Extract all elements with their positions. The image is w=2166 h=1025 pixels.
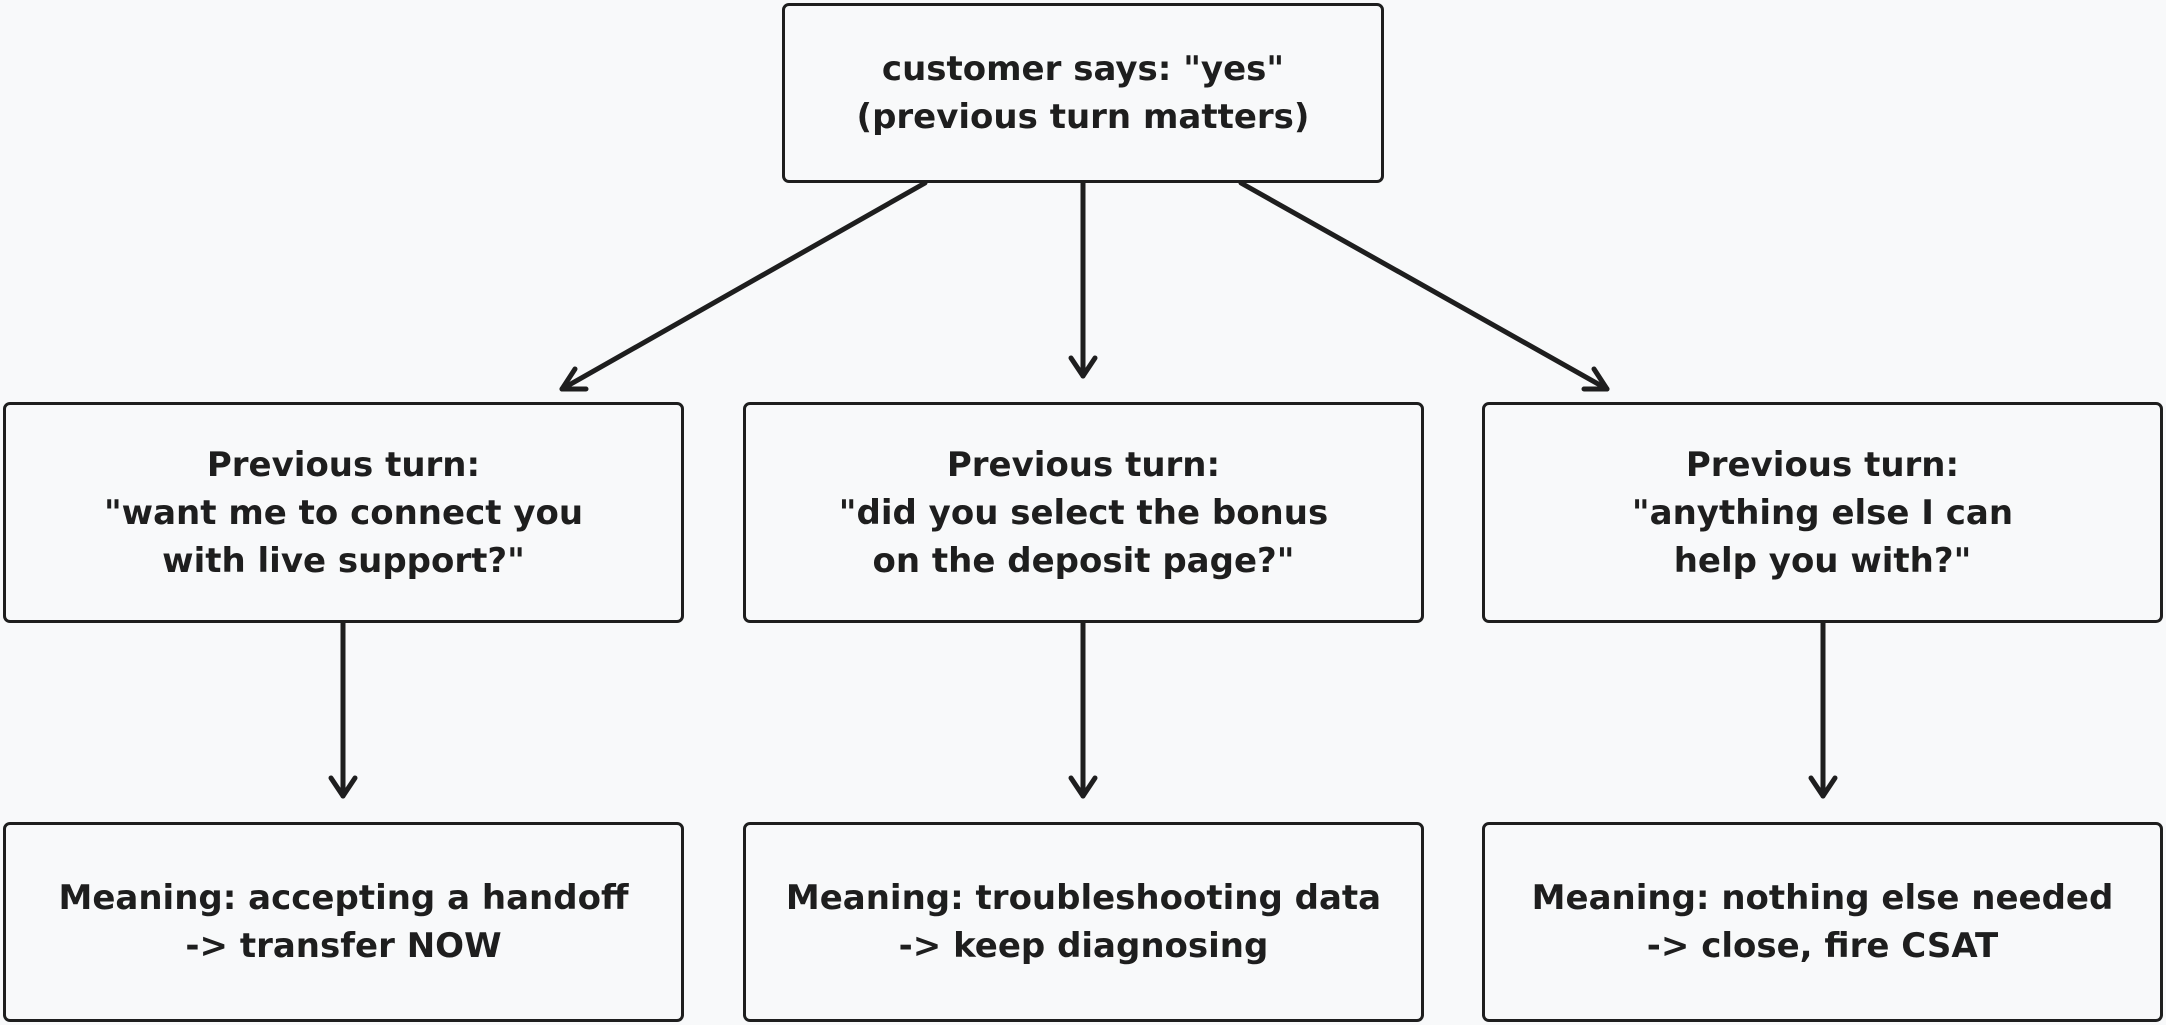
meaning-2-line-2: -> keep diagnosing xyxy=(898,926,1269,966)
previous-turn-3-line-1: Previous turn: xyxy=(1685,444,1960,485)
meaning-2-line-1: Meaning: troubleshooting data xyxy=(785,878,1382,918)
previous-turn-2-line-1: Previous turn: xyxy=(946,444,1221,485)
meaning-1-line-2: -> transfer NOW xyxy=(185,926,502,966)
arrow-root-to-previous-turn-1 xyxy=(559,180,928,392)
meaning-3-line-1: Meaning: nothing else needed xyxy=(1531,878,2114,918)
root-line-2: (previous turn matters) xyxy=(856,97,1310,137)
meaning-3-line-2: -> close, fire CSAT xyxy=(1646,926,1999,966)
root-node: customer says: "yes" (previous turn matt… xyxy=(782,3,1384,183)
previous-turn-3-line-2: "anything else I can xyxy=(1631,492,2014,533)
previous-turn-3-line-3: help you with?" xyxy=(1673,540,1972,581)
meaning-1-line-1: Meaning: accepting a handoff xyxy=(58,878,629,918)
root-line-1: customer says: "yes" xyxy=(881,49,1285,89)
arrow-previous-turn-1-to-meaning-1 xyxy=(328,620,358,799)
arrow-root-to-previous-turn-2 xyxy=(1068,180,1098,379)
previous-turn-1-line-3: with live support?" xyxy=(162,540,525,581)
arrow-previous-turn-3-to-meaning-3 xyxy=(1808,620,1838,799)
previous-turn-node-2: Previous turn: "did you select the bonus… xyxy=(743,402,1424,623)
previous-turn-1-line-2: "want me to connect you xyxy=(103,492,584,533)
arrow-previous-turn-2-to-meaning-2 xyxy=(1068,620,1098,799)
previous-turn-1-line-1: Previous turn: xyxy=(206,444,481,485)
previous-turn-2-line-3: on the deposit page?" xyxy=(872,540,1295,581)
meaning-node-2: Meaning: troubleshooting data -> keep di… xyxy=(743,822,1424,1022)
previous-turn-node-3: Previous turn: "anything else I can help… xyxy=(1482,402,2163,623)
previous-turn-2-line-2: "did you select the bonus xyxy=(838,492,1329,533)
meaning-node-1: Meaning: accepting a handoff -> transfer… xyxy=(3,822,684,1022)
arrow-root-to-previous-turn-3 xyxy=(1238,180,1610,392)
meaning-node-3: Meaning: nothing else needed -> close, f… xyxy=(1482,822,2163,1022)
previous-turn-node-1: Previous turn: "want me to connect you w… xyxy=(3,402,684,623)
